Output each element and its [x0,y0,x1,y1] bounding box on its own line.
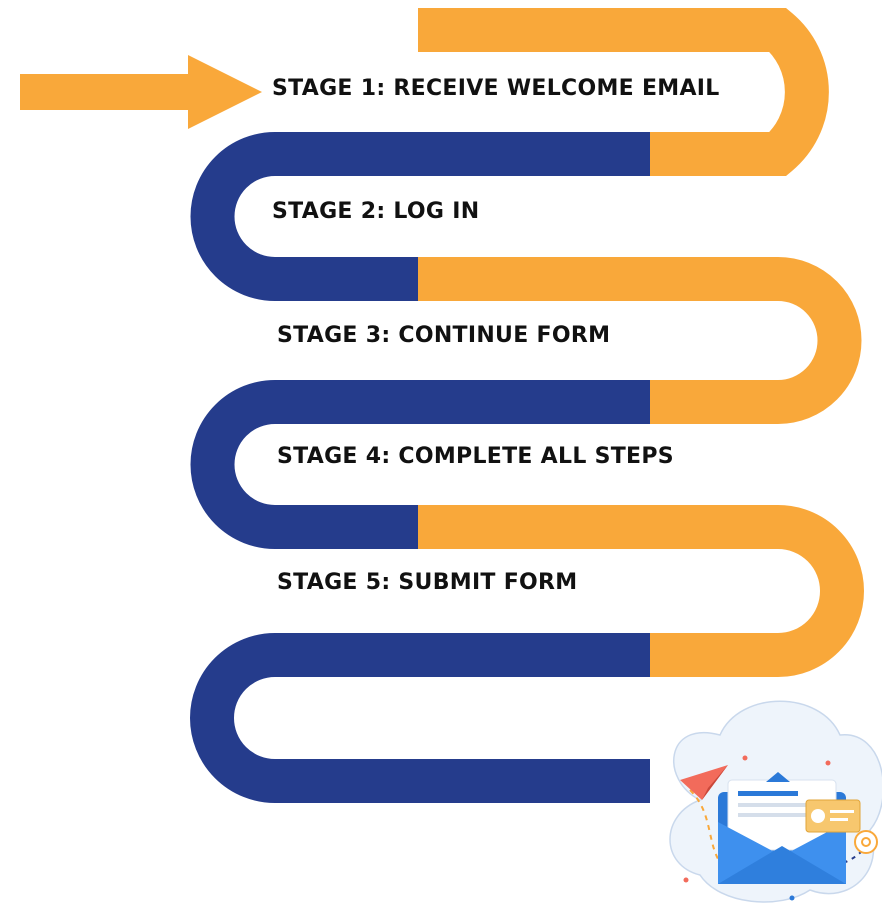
path-segment-right-turn-3 [418,505,864,677]
stage-5-label: STAGE 5: SUBMIT FORM [277,570,578,595]
path-segment-left-turn-3 [190,633,650,803]
stage-4-label: STAGE 4: COMPLETE ALL STEPS [277,444,674,469]
email-envelope-illustration [669,700,882,903]
arrow-right-icon [20,55,262,129]
stage-1-label: STAGE 1: RECEIVE WELCOME EMAIL [272,76,720,101]
stage-2-label: STAGE 2: LOG IN [272,199,480,224]
path-segment-left-turn-1 [190,132,650,301]
path-segment-top-orange [418,8,829,176]
stage-3-label: STAGE 3: CONTINUE FORM [277,323,611,348]
path-segment-right-turn-2 [418,257,862,424]
path-segment-left-turn-2 [190,380,650,549]
